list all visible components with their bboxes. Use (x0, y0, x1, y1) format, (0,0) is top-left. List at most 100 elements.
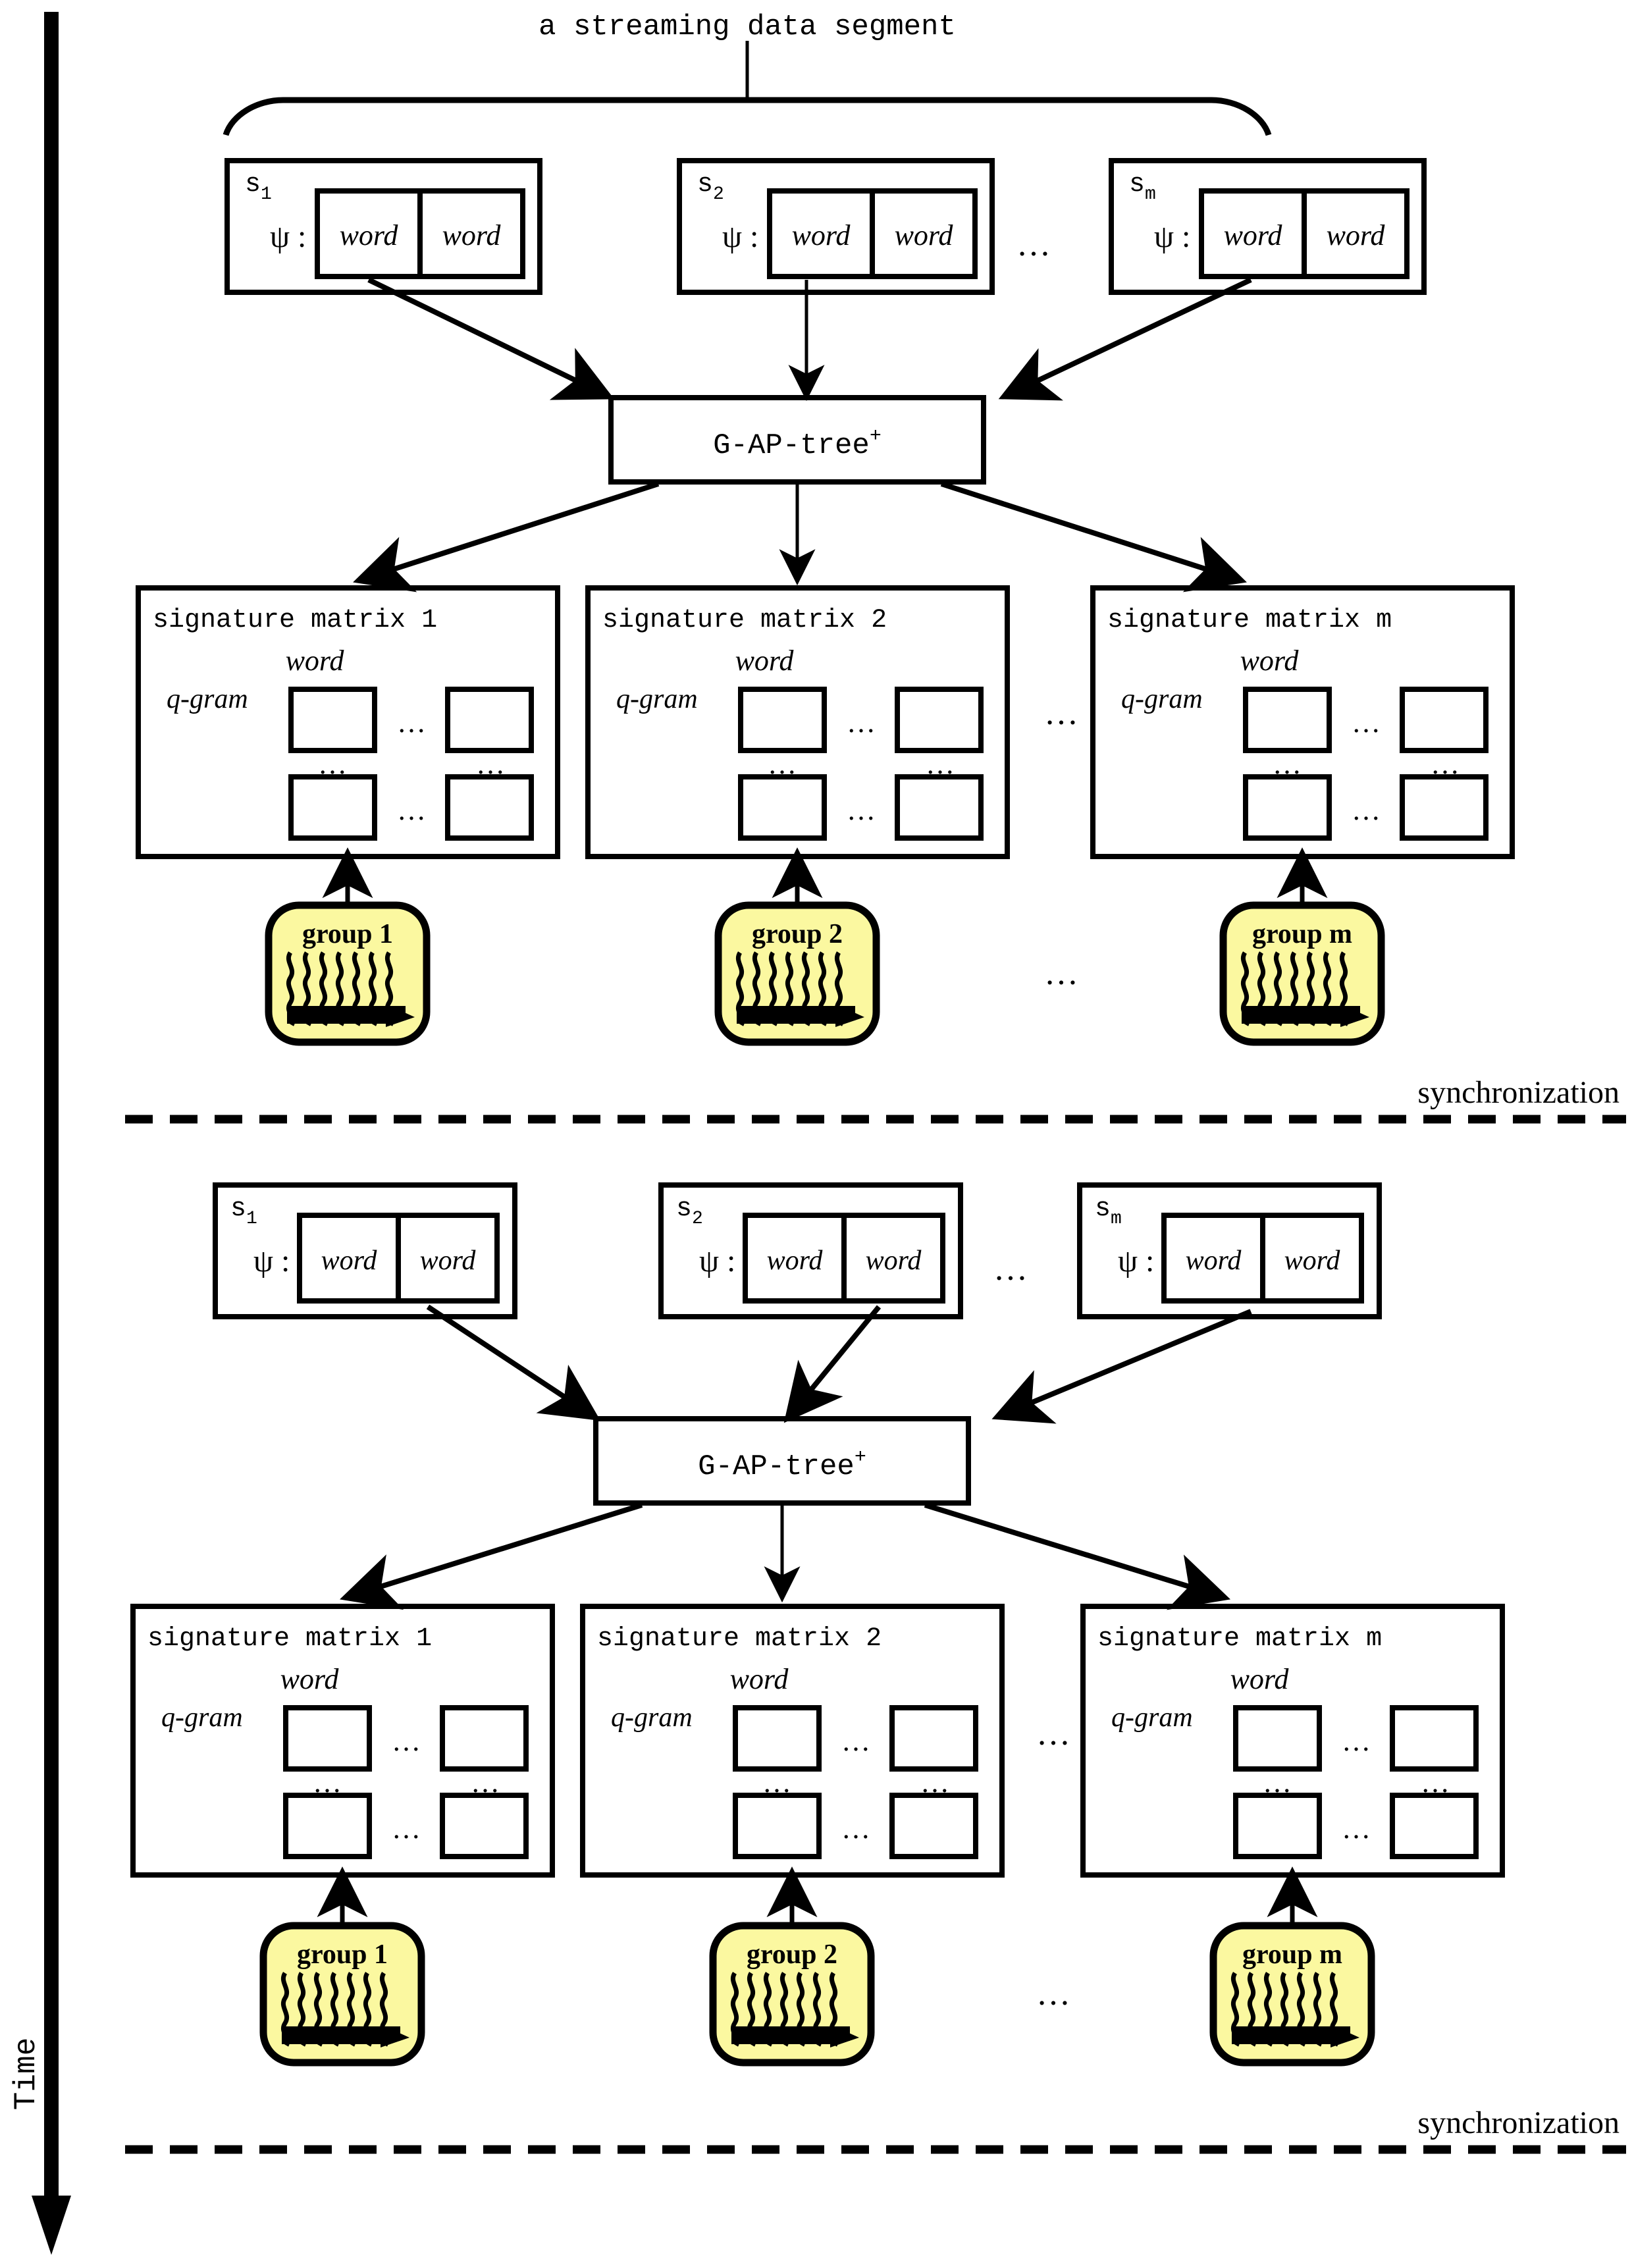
arrow-tree-to-matrix1 (353, 481, 660, 593)
matrix-v-ellipsis: … (926, 748, 955, 780)
arrow-s1-to-tree (367, 277, 615, 400)
matrix-cell[interactable] (283, 1793, 372, 1859)
group-box-1[interactable]: group 1 (265, 901, 431, 1046)
g-ap-tree-box[interactable]: G-AP-tree+ (593, 1416, 971, 1506)
segment-title: a streaming data segment (539, 11, 956, 43)
matrix-h-ellipsis: … (392, 1725, 421, 1757)
signature-matrix-m[interactable]: signature matrix m word q-gram … … … … (1090, 585, 1515, 859)
word-cell[interactable] (841, 1213, 945, 1304)
group-arrowheads (737, 1004, 864, 1027)
arrow-tree-to-matrixm (924, 1502, 1231, 1610)
matrix-cell[interactable] (440, 1705, 529, 1772)
matrix-cell[interactable] (288, 774, 377, 841)
matrix-cell[interactable] (1390, 1793, 1479, 1859)
group-label: group m (1242, 1939, 1342, 1970)
word-cell-text: word (866, 1246, 922, 1276)
matrix-cell[interactable] (1400, 687, 1489, 753)
signature-matrix-m[interactable]: signature matrix m word q-gram … … … … (1080, 1604, 1505, 1878)
matrix-v-ellipsis: … (1431, 748, 1460, 780)
stream-box-sm[interactable]: sm ψ : word word (1077, 1182, 1382, 1319)
signature-matrix-title: signature matrix m (1097, 1624, 1382, 1654)
matrix-cell[interactable] (889, 1705, 978, 1772)
signature-matrix-2[interactable]: signature matrix 2 word q-gram … … … … (580, 1604, 1005, 1878)
matrix-cell[interactable] (738, 774, 827, 841)
word-cell[interactable] (417, 188, 525, 279)
matrix-cell[interactable] (895, 687, 984, 753)
stream-box-s1[interactable]: s1 ψ : word word (213, 1182, 517, 1319)
signature-matrix-1[interactable]: signature matrix 1 word q-gram … … … … (130, 1604, 555, 1878)
matrix-cell[interactable] (445, 774, 534, 841)
word-cell-text: word (1327, 219, 1386, 251)
group-arrowheads (1232, 2024, 1359, 2047)
stream-label-s2: s2 (676, 1194, 703, 1229)
g-ap-tree-label: G-AP-tree+ (698, 1446, 866, 1483)
matrix-cell[interactable] (895, 774, 984, 841)
matrix-h-ellipsis: … (847, 794, 876, 826)
psi-label-sm: ψ : (1118, 1244, 1154, 1279)
matrix-cell[interactable] (1400, 774, 1489, 841)
matrix-cell[interactable] (1390, 1705, 1479, 1772)
matrix-cell[interactable] (1233, 1705, 1322, 1772)
word-cell-text: word (1224, 219, 1283, 251)
column-label-word: word (735, 645, 795, 677)
group-box-2[interactable]: group 2 (709, 1922, 875, 2067)
column-label-word: word (730, 1663, 789, 1695)
matrix-v-ellipsis: … (1273, 748, 1302, 780)
word-cell-text: word (1186, 1246, 1242, 1276)
stream-box-sm[interactable]: sm ψ : word word (1109, 158, 1427, 295)
signature-matrix-title: signature matrix 2 (597, 1624, 882, 1654)
arrow-sm-to-tree (991, 1309, 1252, 1424)
matrix-cell[interactable] (288, 687, 377, 753)
matrix-h-ellipsis: … (847, 706, 876, 739)
matrix-cell[interactable] (445, 687, 534, 753)
matrix-h-ellipsis: … (397, 706, 426, 739)
synchronization-label: synchronization (1417, 1075, 1620, 1110)
column-label-word: word (286, 645, 345, 677)
word-cell[interactable] (870, 188, 978, 279)
signature-matrix-1[interactable]: signature matrix 1 word q-gram … … … … (136, 585, 560, 859)
word-cell-text: word (321, 1246, 378, 1276)
word-cell[interactable] (396, 1213, 500, 1304)
stream-box-s2[interactable]: s2 ψ : word word (677, 158, 995, 295)
psi-label-sm: ψ : (1154, 219, 1190, 254)
groups-ellipsis: … (1036, 1975, 1070, 2013)
matrices-ellipsis: … (1036, 1715, 1070, 1753)
matrix-cell[interactable] (738, 687, 827, 753)
word-cell[interactable] (1260, 1213, 1364, 1304)
group-box-m[interactable]: group m (1219, 901, 1385, 1046)
matrix-cell[interactable] (1243, 774, 1332, 841)
stream-box-s1[interactable]: s1 ψ : word word (224, 158, 542, 295)
matrix-cell[interactable] (440, 1793, 529, 1859)
segment-brace (223, 97, 1272, 136)
matrix-cell[interactable] (733, 1793, 822, 1859)
group-label: group 2 (747, 1939, 837, 1970)
group-box-m[interactable]: group m (1209, 1922, 1375, 2067)
section-1: a streaming data segment s1 ψ : word wor… (125, 11, 1626, 1124)
matrix-cell[interactable] (733, 1705, 822, 1772)
row-label-q-gram: q-gram (161, 1702, 243, 1733)
word-cell[interactable] (1302, 188, 1410, 279)
section-2: s1 ψ : word word s2 ψ : word word … (125, 1182, 1626, 2154)
matrix-h-ellipsis: … (392, 1812, 421, 1845)
matrix-h-ellipsis: … (1342, 1725, 1371, 1757)
matrix-h-ellipsis: … (841, 1812, 870, 1845)
matrices-ellipsis: … (1044, 695, 1078, 732)
matrix-cell[interactable] (1233, 1793, 1322, 1859)
matrix-cell[interactable] (1243, 687, 1332, 753)
g-ap-tree-box[interactable]: G-AP-tree+ (608, 395, 986, 485)
matrix-cell[interactable] (283, 1705, 372, 1772)
word-cell-text: word (792, 219, 851, 251)
signature-matrix-2[interactable]: signature matrix 2 word q-gram … … … … (585, 585, 1010, 859)
stream-label-s1: s1 (245, 170, 272, 205)
stream-box-s2[interactable]: s2 ψ : word word (658, 1182, 963, 1319)
matrix-v-ellipsis: … (920, 1766, 949, 1799)
group-box-1[interactable]: group 1 (259, 1922, 425, 2067)
matrix-cell[interactable] (889, 1793, 978, 1859)
matrix-v-ellipsis: … (476, 748, 505, 780)
row-label-q-gram: q-gram (1121, 684, 1203, 714)
group-arrowheads (287, 1004, 415, 1027)
group-box-2[interactable]: group 2 (714, 901, 880, 1046)
word-cell-text: word (1284, 1246, 1341, 1276)
